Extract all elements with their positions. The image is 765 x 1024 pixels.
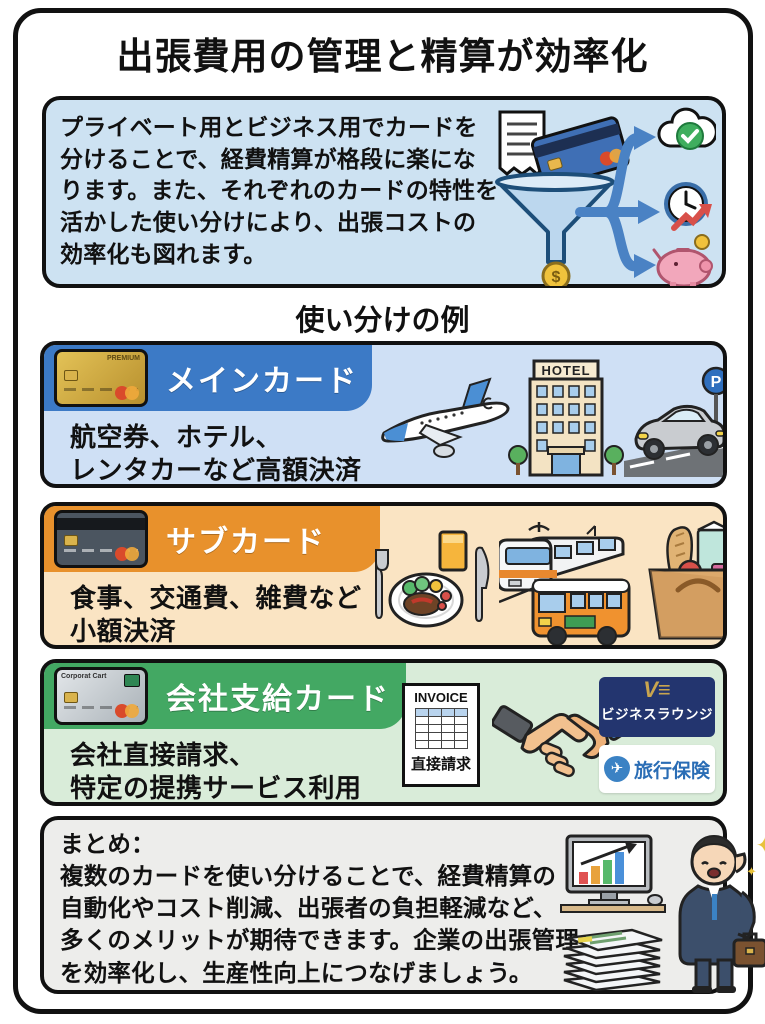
corporate-card-description: 会社直接請求、 特定の提携サービス利用 (70, 740, 362, 803)
svg-text:✦: ✦ (756, 835, 765, 857)
corporate-card-label: 会社支給カード (166, 683, 390, 716)
invoice-icon: INVOICE 直接請求 (402, 683, 480, 787)
branch-arrow-heads (634, 126, 660, 278)
card-chip (64, 692, 78, 703)
sub-card-header: サブカード (44, 506, 380, 572)
sub-card-description: 食事、交通費、雑費など 小額決済 (70, 583, 362, 646)
corporate-card-icon: Corporat Cart (54, 667, 148, 725)
clock-trend-icon (664, 182, 712, 231)
hotel-icon: HOTEL (506, 357, 626, 484)
cloud-check-icon (657, 107, 718, 150)
section-main-card: PREMIUM メインカード 航空券、ホテル、 レンタカーなど高額決済 (40, 341, 727, 488)
meal-icon (364, 524, 504, 645)
lounge-label: ビジネスラウンジ (601, 707, 713, 722)
mastercard-logo-icon (115, 704, 139, 718)
card-number (64, 388, 138, 391)
business-lounge-badge: V≡ ビジネスラウンジ (599, 677, 715, 737)
branch-arrows-icon (575, 133, 645, 271)
card-number (64, 706, 138, 709)
summary-box: まとめ： 複数のカードを使い分けることで、経費精算の 自動化やコスト削減、出張者… (40, 816, 765, 997)
card-stripe (57, 518, 145, 530)
mastercard-logo-icon (115, 386, 139, 400)
airplane-icon (374, 371, 514, 476)
main-card-label: メインカード (166, 365, 358, 398)
travel-insurance-badge: ✈ 旅行保険 (599, 745, 715, 793)
mastercard-logo-icon (115, 547, 139, 561)
piggy-bank-icon (652, 234, 713, 288)
examples-heading: 使い分けの例 (295, 305, 470, 337)
insurance-label: 旅行保険 (633, 760, 710, 782)
invoice-caption: 直接請求 (410, 756, 471, 773)
car-parking-icon: P (624, 365, 723, 482)
invoice-table (414, 708, 468, 749)
card-brand-text: Corporat Cart (61, 673, 107, 680)
card-number (64, 549, 138, 552)
dollar-coin-icon: $ (541, 261, 571, 291)
train-bus-icon (496, 518, 639, 645)
card-logo (124, 674, 140, 687)
corporate-card-header: Corporat Cart 会社支給カード (44, 663, 406, 729)
page-title: 出張費用の管理と精算が効率化 (116, 36, 649, 77)
monitor-chart-icon (559, 834, 667, 921)
summary-text: 複数のカードを使い分けることで、経費精算の 自動化やコスト削減、出張者の負担軽減… (60, 863, 580, 986)
section-sub-card: サブカード 食事、交通費、雑費など 小額決済 (40, 502, 727, 649)
summary-heading: まとめ： (60, 831, 155, 857)
svg-text:P: P (711, 374, 722, 391)
lounge-logo-icon: V≡ (643, 677, 671, 702)
invoice-title: INVOICE (414, 690, 468, 705)
svg-text:✦: ✦ (746, 864, 757, 879)
svg-text:HOTEL: HOTEL (541, 363, 590, 378)
paper-stack-icon (556, 916, 668, 997)
intro-box: プライベート用とビジネス用でカードを 分けることで、経費精算が格段に楽にな りま… (42, 96, 726, 291)
card-brand-text: PREMIUM (106, 355, 140, 362)
intro-text: プライベート用とビジネス用でカードを 分けることで、経費精算が格段に楽にな りま… (60, 114, 499, 267)
dark-card-icon (54, 510, 148, 568)
main-card-header: PREMIUM メインカード (44, 345, 372, 411)
intro-illustration: $ (484, 104, 718, 291)
shield-airplane-icon: ✈ (603, 756, 630, 782)
funnel-icon (495, 172, 615, 264)
card-chip (64, 370, 78, 381)
svg-text:$: $ (552, 269, 561, 286)
grocery-bag-icon (640, 520, 723, 645)
gold-card-icon: PREMIUM (54, 349, 148, 407)
sub-card-label: サブカード (166, 526, 326, 559)
section-corporate-card: Corporat Cart 会社支給カード 会社直接請求、 特定の提携サービス利… (40, 659, 727, 806)
card-chip (64, 535, 78, 546)
main-card-description: 航空券、ホテル、 レンタカーなど高額決済 (70, 422, 362, 485)
businessman-icon: ✦ ✦ (672, 828, 765, 999)
